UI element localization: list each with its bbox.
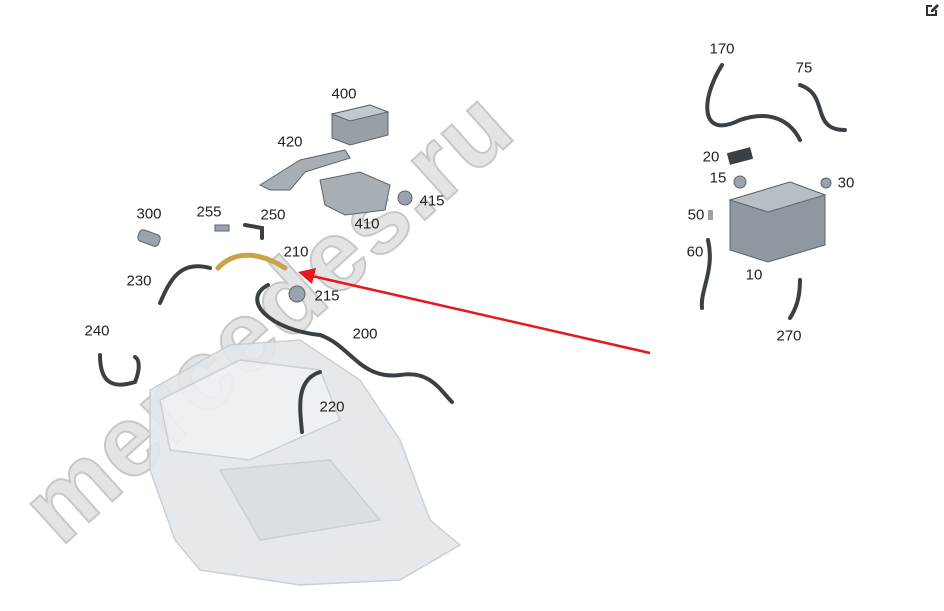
callout-240[interactable]: 240 (84, 322, 110, 340)
callout-220[interactable]: 220 (319, 398, 345, 416)
callout-415[interactable]: 415 (419, 192, 445, 210)
callout-20[interactable]: 20 (702, 148, 720, 166)
callout-60[interactable]: 60 (686, 243, 704, 261)
cable-part-270[interactable] (788, 278, 802, 320)
cable-part-200[interactable] (255, 283, 454, 404)
battery-part-10[interactable] (728, 181, 827, 263)
engine-illustration (149, 339, 462, 586)
callout-210[interactable]: 210 (283, 243, 309, 261)
callout-400[interactable]: 400 (331, 85, 357, 103)
box-part-400[interactable] (330, 104, 390, 146)
part-255[interactable] (214, 224, 230, 232)
callout-410[interactable]: 410 (354, 215, 380, 233)
cable-part-170[interactable] (705, 63, 802, 142)
part-300[interactable] (137, 229, 162, 248)
callout-230[interactable]: 230 (126, 272, 152, 290)
cable-part-250[interactable] (243, 223, 264, 240)
callout-200[interactable]: 200 (352, 325, 378, 343)
cable-part-240[interactable] (98, 353, 141, 387)
bracket-part-420[interactable] (258, 149, 351, 191)
callout-10[interactable]: 10 (745, 266, 763, 284)
part-50[interactable] (708, 210, 713, 220)
part-30[interactable] (820, 177, 832, 189)
callout-50[interactable]: 50 (687, 206, 705, 224)
callout-270[interactable]: 270 (776, 327, 802, 345)
cable-part-60[interactable] (699, 238, 712, 310)
part-20[interactable] (726, 147, 754, 165)
callout-215[interactable]: 215 (314, 287, 340, 305)
cable-part-220[interactable] (298, 370, 322, 434)
callout-170[interactable]: 170 (709, 40, 735, 58)
cable-part-210-highlighted[interactable] (215, 252, 288, 271)
cable-part-75[interactable] (798, 83, 847, 132)
callout-75[interactable]: 75 (795, 59, 813, 77)
nut-part-215[interactable] (288, 285, 306, 303)
edit-icon[interactable] (924, 2, 940, 18)
cable-part-230[interactable] (158, 264, 212, 305)
callout-255[interactable]: 255 (196, 203, 222, 221)
callout-30[interactable]: 30 (837, 174, 855, 192)
callout-250[interactable]: 250 (260, 206, 286, 224)
pointer-arrow (298, 268, 651, 355)
callout-15[interactable]: 15 (709, 169, 727, 187)
holder-part-410[interactable] (319, 171, 391, 216)
callout-420[interactable]: 420 (277, 133, 303, 151)
callout-300[interactable]: 300 (136, 205, 162, 223)
part-15[interactable] (733, 175, 747, 189)
nut-part-415[interactable] (397, 190, 413, 206)
